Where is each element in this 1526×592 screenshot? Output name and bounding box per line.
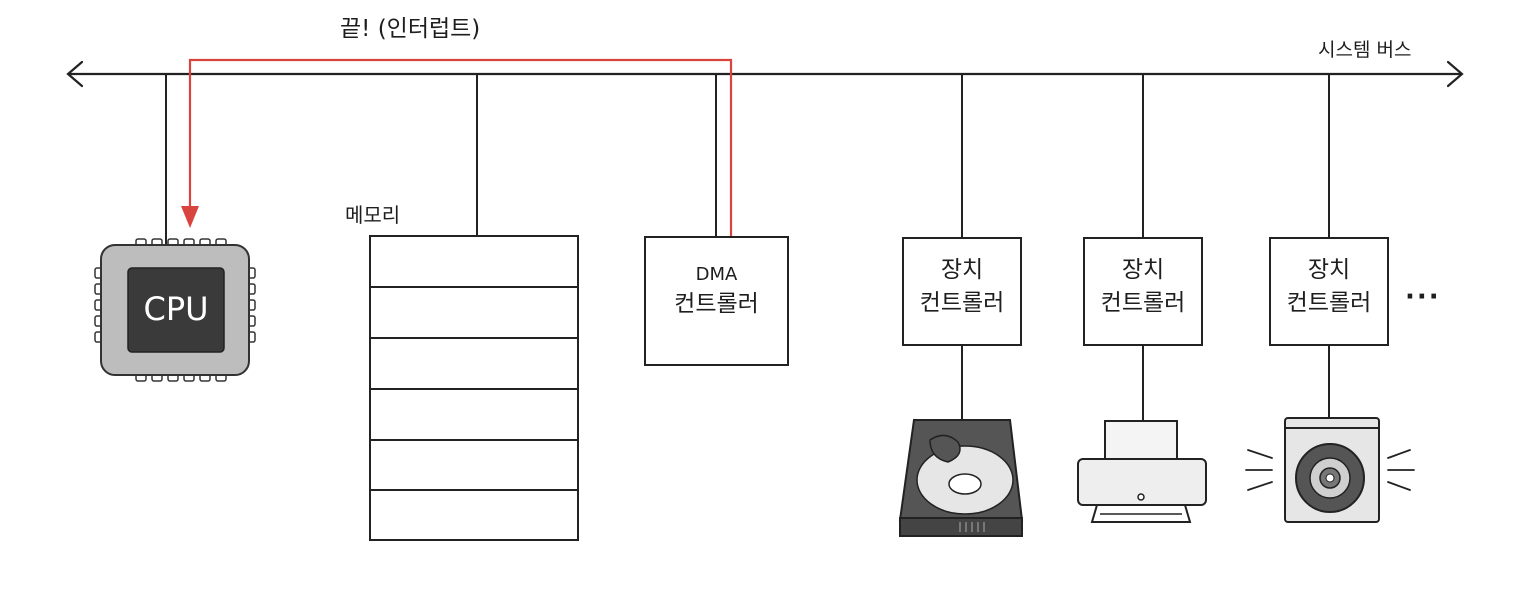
speaker-icon — [1245, 417, 1415, 523]
device-controller-1-box — [902, 237, 1022, 346]
device-controller-2-line2: 컨트롤러 — [1100, 290, 1186, 317]
device-controller-1-line1: 장치 — [940, 257, 984, 283]
cpu-chip — [94, 238, 256, 382]
bus-connections — [165, 74, 1330, 422]
system-bus — [66, 60, 1464, 88]
dma-controller-line1: DMA — [695, 264, 738, 285]
device-controller-3-box — [1269, 237, 1389, 346]
dma-controller-box — [644, 236, 789, 366]
device-controller-3-line2: 컨트롤러 — [1286, 290, 1372, 317]
ellipsis-label: ··· — [1405, 282, 1441, 312]
interrupt-arrow — [181, 58, 733, 237]
device-controller-1-line2: 컨트롤러 — [919, 290, 1005, 317]
device-controller-2-label: 장치 컨트롤러 — [1084, 254, 1202, 321]
device-controller-3-label: 장치 컨트롤러 — [1270, 254, 1388, 321]
device-controller-2-line1: 장치 — [1121, 257, 1165, 283]
interrupt-label: 끝! (인터럽트) — [340, 16, 481, 42]
memory-label: 메모리 — [345, 203, 401, 227]
device-controller-1-label: 장치 컨트롤러 — [903, 254, 1021, 321]
dma-controller-label: DMA 컨트롤러 — [645, 262, 788, 321]
printer-icon — [1077, 420, 1207, 523]
cpu-label: CPU — [143, 290, 209, 328]
dma-controller-line2: 컨트롤러 — [674, 291, 759, 318]
hard-disk-icon — [898, 419, 1024, 537]
device-controller-3-line1: 장치 — [1307, 257, 1351, 283]
system-bus-label: 시스템 버스 — [1318, 39, 1412, 61]
memory-block — [369, 235, 579, 541]
device-controller-2-box — [1083, 237, 1203, 346]
